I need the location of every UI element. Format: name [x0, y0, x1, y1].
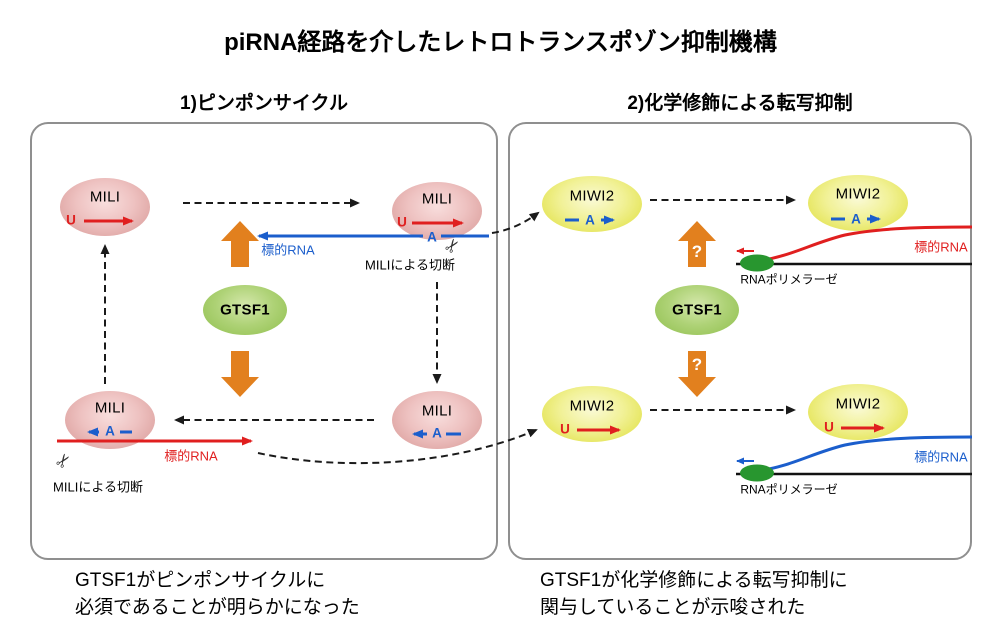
- cleavage-label-bottom: MILIによる切断: [53, 479, 143, 495]
- u-label-mili-top-right: U: [397, 214, 407, 230]
- left-panel-header: 1)ピンポンサイクル: [180, 93, 348, 114]
- gtsf1-oval-left-panel: [203, 285, 287, 335]
- left-caption-line1: GTSF1がピンポンサイクルに: [75, 570, 326, 591]
- right-caption-line1: GTSF1が化学修飾による転写抑制に: [540, 570, 848, 591]
- a-label-miwi2-top-right: A: [851, 211, 861, 227]
- a-label-mili-top-right: A: [427, 229, 437, 245]
- miwi2-oval-top-left: [542, 176, 642, 232]
- question-mark-down-arrow: ?: [691, 355, 703, 374]
- right-panel-caption: GTSF1が化学修飾による転写抑制に 関与していることが示唆された: [540, 567, 848, 621]
- gtsf1-label-left-panel: GTSF1: [220, 301, 270, 319]
- right-panel-header: 2)化学修飾による転写抑制: [627, 93, 853, 114]
- gtsf1-label-right-panel: GTSF1: [672, 301, 722, 319]
- target-rna-label-bottom-right: 標的RNA: [914, 449, 968, 465]
- mili-label-top-right: MILI: [421, 190, 453, 208]
- mili-oval-top-right: [392, 182, 482, 240]
- mili-oval-bottom-left: [65, 391, 155, 449]
- target-rna-label-top: 標的RNA: [261, 242, 315, 258]
- a-label-mili-bottom-right: A: [432, 425, 442, 441]
- gtsf1-oval-right-panel: [655, 285, 739, 335]
- left-caption-line2: 必須であることが明らかになった: [75, 597, 360, 618]
- mili-oval-top-left: [60, 178, 150, 236]
- miwi2-oval-bottom-right: [808, 384, 908, 440]
- a-label-miwi2-top-left: A: [585, 212, 595, 228]
- diagram-title: piRNA経路を介したレトロトランスポゾン抑制機構: [224, 29, 777, 56]
- miwi2-label-bottom-left: MIWI2: [569, 397, 615, 415]
- a-label-mili-bottom-left: A: [105, 423, 115, 439]
- u-label-mili-top-left: U: [66, 212, 76, 228]
- target-rna-label-top-right: 標的RNA: [914, 239, 968, 255]
- u-label-miwi2-bottom-right: U: [824, 419, 834, 435]
- right-caption-line2: 関与していることが示唆された: [540, 597, 806, 618]
- rna-polymerase-label-bottom: RNAポリメラーゼ: [740, 482, 838, 497]
- miwi2-label-bottom-right: MIWI2: [835, 395, 881, 413]
- mili-label-bottom-left: MILI: [94, 399, 126, 417]
- left-panel-caption: GTSF1がピンポンサイクルに 必須であることが明らかになった: [75, 567, 360, 621]
- mili-label-top-left: MILI: [89, 188, 121, 206]
- question-mark-up-arrow: ?: [691, 242, 703, 261]
- rna-polymerase-label-top: RNAポリメラーゼ: [740, 272, 838, 287]
- miwi2-label-top-right: MIWI2: [835, 185, 881, 203]
- miwi2-oval-top-right: [808, 175, 908, 231]
- cleavage-label-top: MILIによる切断: [365, 257, 455, 273]
- u-label-miwi2-bottom-left: U: [560, 421, 570, 437]
- target-rna-label-bottom: 標的RNA: [164, 448, 218, 464]
- miwi2-oval-bottom-left: [542, 386, 642, 442]
- miwi2-label-top-left: MIWI2: [569, 187, 615, 205]
- mili-label-bottom-right: MILI: [421, 402, 453, 420]
